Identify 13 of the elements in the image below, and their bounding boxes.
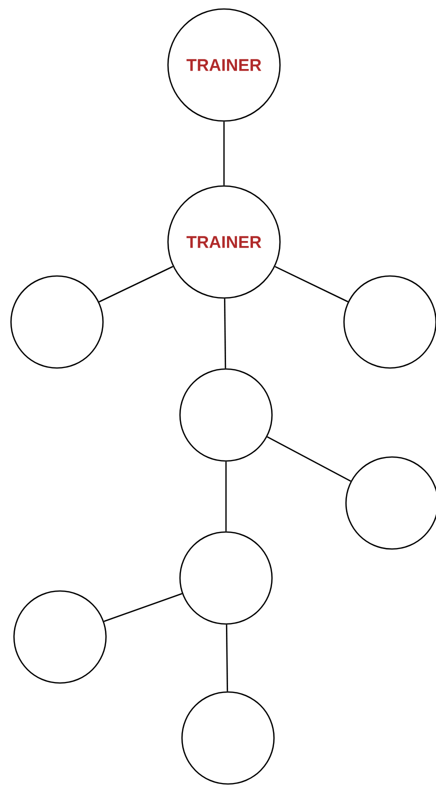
connector-line [274, 266, 348, 302]
empty-circle [179, 368, 273, 462]
connector-line [223, 122, 225, 186]
empty-circle [10, 275, 104, 369]
connector-line [224, 298, 226, 368]
empty-circle [179, 531, 273, 625]
empty-circle [13, 590, 107, 684]
empty-circle [181, 691, 275, 785]
connector-line [266, 436, 352, 482]
connector-line [225, 462, 227, 532]
connector-line [98, 266, 174, 302]
connector-line [226, 624, 228, 692]
connector-line [104, 593, 182, 622]
